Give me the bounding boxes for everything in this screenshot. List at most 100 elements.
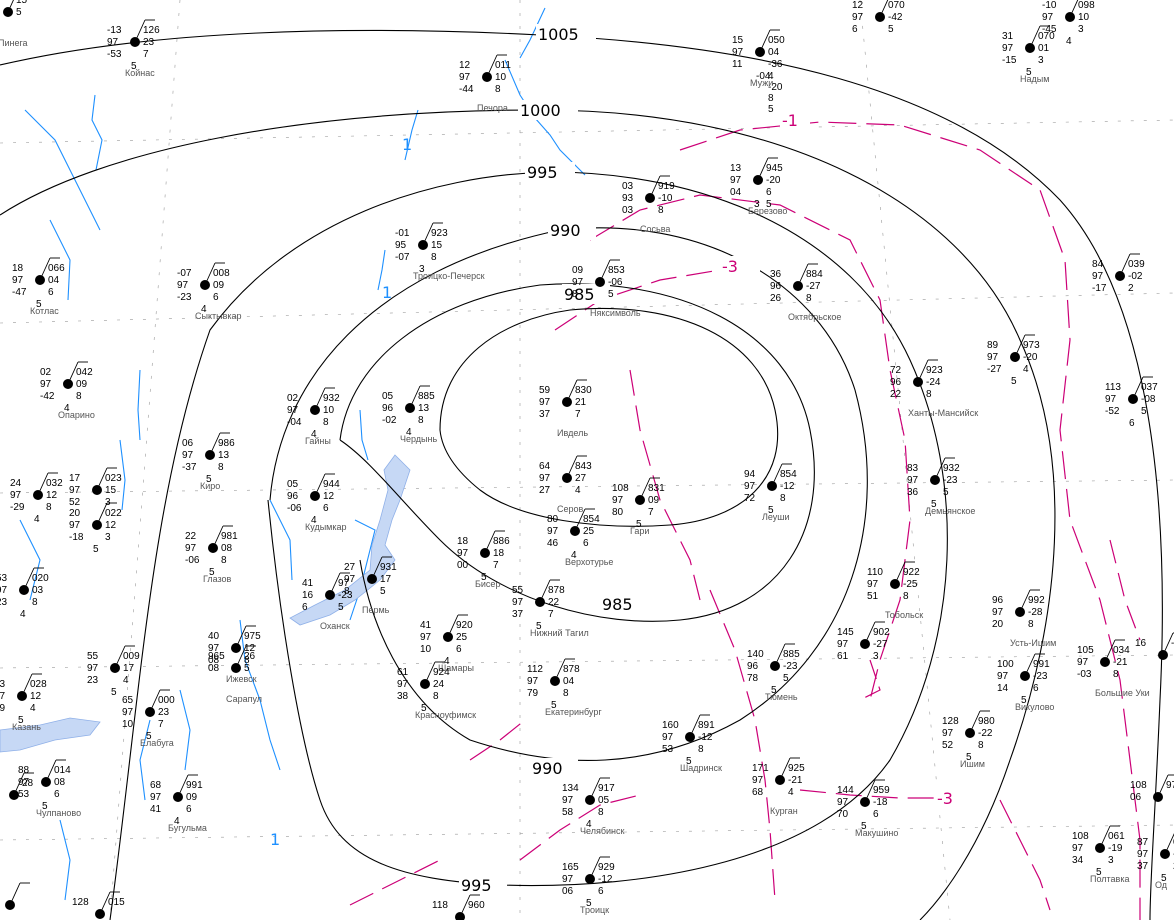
station-value: 8 [903, 591, 909, 602]
station-value: 5 [421, 703, 427, 714]
station-marker [793, 281, 803, 291]
station-marker [930, 475, 940, 485]
station-value: 011 [495, 60, 511, 71]
station-value: -27 [987, 364, 1002, 375]
station-value: 06 [1130, 792, 1142, 803]
station-value: 2 [1128, 283, 1134, 294]
station-value: 923 [431, 228, 448, 239]
station-value: 885 [418, 391, 435, 402]
station-value: 18 [457, 536, 469, 547]
station-value: 932 [323, 393, 340, 404]
station-value: 134 [562, 783, 579, 794]
station-value: 79 [527, 688, 539, 699]
station-value: 46 [547, 538, 559, 549]
station-value: 97 [539, 397, 551, 408]
station-value: 55 [87, 651, 99, 662]
station-name: Гари [630, 526, 649, 536]
station-value: 919 [658, 181, 675, 192]
station-name: Пинега [0, 38, 28, 48]
station-value: -53 [107, 49, 122, 60]
station-value: 09 [0, 703, 6, 714]
station-value: 8 [76, 391, 82, 402]
station-value: 09 [186, 792, 198, 803]
station-value: 3 [105, 532, 111, 543]
station-value: 03 [622, 181, 634, 192]
station-value: 97 [837, 797, 849, 808]
station-value: 5 [931, 499, 937, 510]
station-value: 97 [40, 379, 52, 390]
station-value: 04 [730, 187, 742, 198]
station-value: 5 [146, 731, 152, 742]
station-value: 05 [598, 795, 610, 806]
station-marker [767, 481, 777, 491]
station: 1001585Пинега [0, 0, 28, 48]
station-value: 6 [852, 24, 858, 35]
station-value: -01 [395, 228, 410, 239]
station-value: 97 [732, 47, 744, 58]
station-name: Няксимволь [590, 308, 641, 318]
station-value: 042 [76, 367, 93, 378]
station-marker [965, 728, 975, 738]
station-marker [585, 874, 595, 884]
station-value: -27 [806, 281, 821, 292]
station-value: 843 [575, 461, 592, 472]
station-value: 55 [512, 585, 524, 596]
station-value: 18 [493, 548, 505, 559]
station-value: -12 [698, 732, 713, 743]
station-value: -06 [185, 555, 200, 566]
station-value: 8 [598, 807, 604, 818]
station-name: Троицко-Печерск [413, 271, 485, 281]
station-value: 878 [563, 664, 580, 675]
station-value: 41 [150, 804, 162, 815]
reservoir [0, 454, 411, 753]
station-name: Гайны [305, 436, 331, 446]
station-value: 8 [1113, 669, 1119, 680]
station-value: 15 [105, 485, 117, 496]
station-value: 03 [32, 585, 44, 596]
station-marker [1095, 843, 1105, 853]
station-value: 854 [780, 469, 797, 480]
station-value: 8 [46, 502, 52, 513]
station-value: 4 [586, 819, 592, 830]
station-value: 5 [18, 715, 24, 726]
station-value: 959 [873, 785, 890, 796]
station-value: 97 [1002, 43, 1014, 54]
station-value: 97 [18, 777, 30, 788]
station-value: 16 [302, 590, 314, 601]
station-name: Глазов [203, 574, 232, 584]
station-value: 5 [551, 700, 557, 711]
station-marker [200, 280, 210, 290]
station-value: 97 [1137, 849, 1149, 860]
station-value: 5 [42, 801, 48, 812]
station-marker [482, 72, 492, 82]
station-marker [1160, 849, 1170, 859]
station-value: 18 [12, 263, 24, 274]
station-value: 023 [105, 473, 122, 484]
station-value: 97 [572, 277, 584, 288]
station-value: 8 [218, 462, 224, 473]
station-marker [208, 543, 218, 553]
station-value: 93 [622, 193, 634, 204]
station-value: 8 [1028, 619, 1034, 630]
station-value: 08 [221, 543, 233, 554]
station-value: 22 [185, 531, 197, 542]
station-value: 4 [311, 515, 317, 526]
station-value: 112 [527, 664, 543, 675]
station-marker [755, 47, 765, 57]
station-marker [570, 526, 580, 536]
station-marker [562, 397, 572, 407]
station-name: Тобольск [885, 610, 923, 620]
station-name: Котлас [30, 306, 59, 316]
station-value: 944 [323, 479, 340, 490]
station-value: 13 [730, 163, 742, 174]
station-value: 6 [766, 187, 772, 198]
